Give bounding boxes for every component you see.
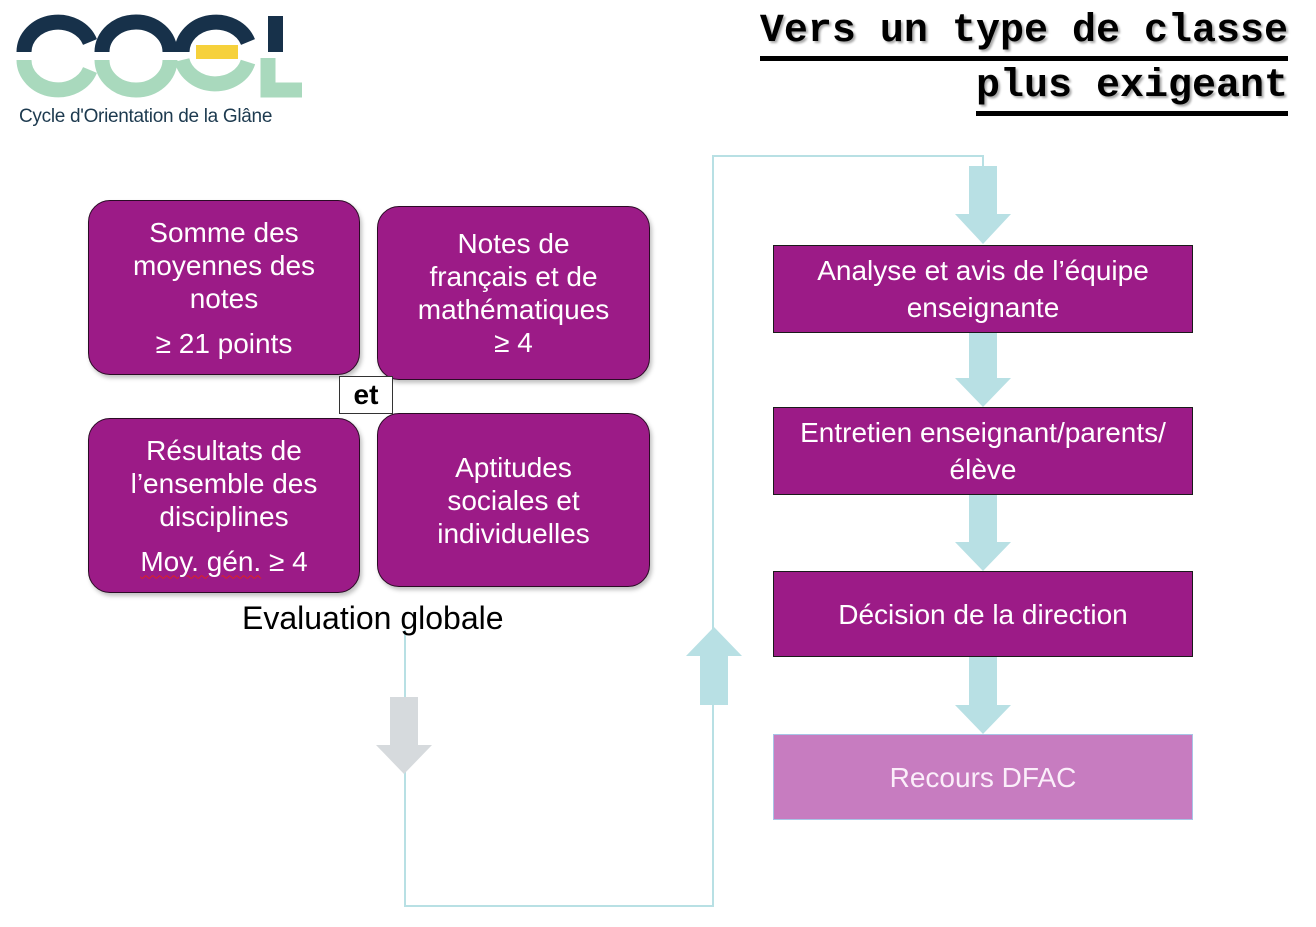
logo-o-bottom — [94, 59, 178, 98]
criterion-resultats-value-label: Moy. gén. — [140, 545, 262, 577]
arrow-into-recours — [955, 656, 1011, 734]
criterion-somme-value: ≥ 21 points — [155, 327, 293, 359]
arrow-into-analyse — [955, 166, 1011, 244]
page-title-line2: plus exigeant — [975, 63, 1288, 116]
arrow-into-decision — [955, 494, 1011, 571]
criterion-aptitudes-box: Aptitudes sociales et individuelles — [377, 413, 650, 587]
criterion-aptitudes-text: Aptitudes sociales et individuelles — [437, 451, 590, 549]
page-title-line1: Vers un type de classe — [759, 8, 1288, 61]
criterion-notes-box: Notes de français et de mathématiques ≥ … — [377, 206, 650, 380]
gray-down-arrow — [376, 697, 432, 774]
criterion-somme-text: Somme des moyennes des notes — [132, 216, 316, 314]
et-connector: et — [339, 376, 393, 414]
step-analyse: Analyse et avis de l’équipe enseignante — [773, 245, 1193, 333]
cogl-logo — [16, 14, 302, 98]
criterion-resultats-box: Résultats de l’ensemble des disciplines … — [88, 418, 360, 593]
logo-g-top — [174, 14, 255, 53]
step-decision: Décision de la direction — [773, 571, 1193, 657]
logo-o-top — [94, 14, 178, 53]
logo-yellow-bar — [196, 45, 238, 59]
criterion-resultats-value: Moy. gén. ≥ 4 — [140, 545, 307, 578]
arrow-into-entretien — [955, 332, 1011, 407]
loop-line — [404, 155, 984, 907]
step-recours-label: Recours DFAC — [889, 761, 1077, 793]
step-decision-label: Décision de la direction — [838, 598, 1128, 630]
criterion-notes-text: Notes de français et de mathématiques ≥ … — [417, 228, 610, 358]
logo-c1-top — [16, 14, 97, 53]
step-analyse-label: Analyse et avis de l’équipe enseignante — [817, 255, 1149, 323]
step-entretien-label: Entretien enseignant/parents/élève — [800, 417, 1166, 485]
criterion-somme-box: Somme des moyennes des notes ≥ 21 points — [88, 200, 360, 375]
logo-l-bottom — [260, 58, 302, 98]
logo-l-top — [268, 16, 283, 52]
up-arrow — [686, 627, 742, 705]
criterion-resultats-value-threshold: ≥ 4 — [261, 545, 308, 577]
logo-g-bottom — [174, 57, 256, 92]
criterion-resultats-text: Résultats de l’ensemble des disciplines — [130, 434, 318, 532]
evaluation-globale-caption: Evaluation globale — [242, 600, 504, 636]
step-recours: Recours DFAC — [773, 734, 1193, 820]
logo-caption: Cycle d'Orientation de la Glâne — [19, 106, 273, 127]
step-entretien: Entretien enseignant/parents/élève — [773, 407, 1193, 495]
logo-c1-bottom — [16, 59, 97, 98]
